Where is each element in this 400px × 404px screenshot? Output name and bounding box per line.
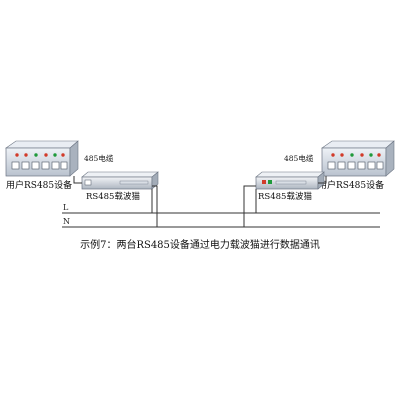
rj45-port-icon <box>41 161 50 170</box>
rj45-port-icon <box>327 161 336 170</box>
status-led-icon <box>61 153 65 157</box>
right-carrier-modem: RS485载波猫 <box>255 171 325 202</box>
line-N-label: N <box>63 217 70 226</box>
modem-port-icon <box>84 179 92 186</box>
status-led-icon <box>34 153 38 157</box>
status-led-icon <box>331 153 335 157</box>
line-L-label: L <box>63 203 69 212</box>
right-device-label: 用户RS485设备 <box>318 179 384 191</box>
status-led-icon <box>24 153 28 157</box>
status-led-icon <box>53 153 57 157</box>
status-led-icon <box>360 153 364 157</box>
rj45-port-icon <box>21 161 30 170</box>
left-carrier-modem: RS485载波猫 <box>81 171 159 202</box>
left-rs485-device: 用户RS485设备 <box>5 140 79 191</box>
left-modem-label: RS485载波猫 <box>86 191 140 202</box>
status-led-icon <box>340 153 344 157</box>
rj45-port-icon <box>357 161 366 170</box>
right-cable-label: 485电缆 <box>284 153 314 163</box>
status-led-icon <box>44 153 48 157</box>
diagram-caption: 示例7：两台RS485设备通过电力载波猫进行数据通讯 <box>80 238 320 251</box>
status-led-icon <box>262 180 266 184</box>
status-led-icon <box>377 153 381 157</box>
right-modem-drop-L <box>243 185 256 227</box>
left-device-label: 用户RS485设备 <box>6 179 72 191</box>
power-lines: L N <box>62 203 380 228</box>
right-modem-label: RS485载波猫 <box>258 191 312 202</box>
right-rs485-device: 用户RS485设备 <box>318 140 395 191</box>
rs485-cables <box>73 176 327 184</box>
modem-power-drops <box>151 185 257 227</box>
rj45-port-icon <box>60 161 68 170</box>
status-led-icon <box>15 153 19 157</box>
rj45-port-icon <box>376 161 384 170</box>
status-led-icon <box>369 153 373 157</box>
rj45-port-icon <box>347 161 356 170</box>
status-led-icon <box>268 180 272 184</box>
left-modem-drop-L <box>152 185 158 227</box>
rj45-port-icon <box>337 161 346 170</box>
left-cable-label: 485电缆 <box>84 153 114 163</box>
status-led-icon <box>350 153 354 157</box>
rj45-port-icon <box>11 161 20 170</box>
rj45-port-icon <box>31 161 40 170</box>
rj45-port-icon <box>367 161 376 170</box>
right-485-cable <box>318 176 327 184</box>
left-485-cable <box>73 176 82 184</box>
rj45-port-icon <box>51 161 60 170</box>
